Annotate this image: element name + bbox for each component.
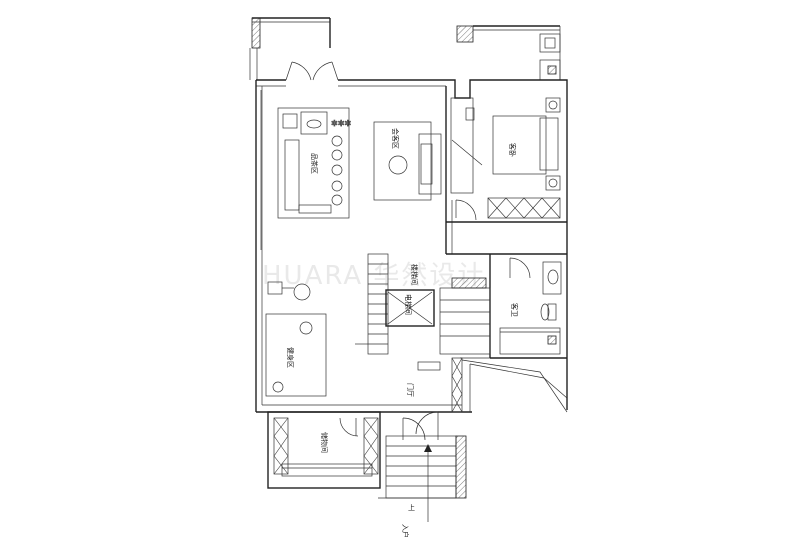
foyer: 门厅	[402, 357, 463, 441]
gym: 健身区	[265, 281, 327, 397]
living-area: 会客区	[373, 121, 442, 201]
bedroom: 客卧	[450, 97, 561, 221]
room-label-stair: 楼梯间	[410, 264, 419, 285]
tea-area: ✲✲✲ 品茶区	[277, 107, 352, 219]
entrance-entry-label: 入户	[401, 524, 410, 538]
entrance-up-label: 上	[408, 503, 415, 512]
room-label-foyer: 门厅	[406, 383, 415, 397]
top-double-door	[285, 61, 339, 81]
room-label-tea: 品茶区	[310, 153, 319, 174]
watermark: HUARA 华然设计	[262, 261, 485, 291]
elevator: 电梯间	[385, 289, 435, 327]
entrance-steps	[378, 435, 467, 522]
room-label-elevator: 电梯间	[404, 294, 413, 315]
interior-walls	[445, 86, 567, 359]
top-right-structure	[456, 25, 561, 81]
outer-walls	[255, 79, 568, 413]
bathroom: 客卫	[499, 257, 562, 355]
svg-text:✲✲✲: ✲✲✲	[331, 119, 351, 128]
room-label-bedroom: 客卧	[508, 143, 517, 157]
exterior-terrace	[461, 359, 568, 413]
room-label-bathroom: 客卫	[510, 303, 519, 317]
stair-room: 楼梯间	[355, 253, 491, 355]
top-left-structure	[249, 17, 331, 80]
room-label-storage: 储物间	[320, 432, 329, 453]
storage: 储物间	[267, 411, 381, 489]
room-label-gym: 健身区	[286, 347, 295, 368]
room-label-living: 会客区	[391, 128, 400, 149]
